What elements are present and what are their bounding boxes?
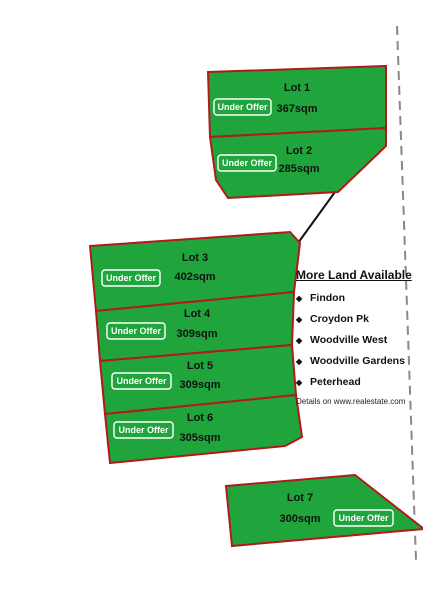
lot-6-status-badge: Under Offer [113,421,174,439]
suburb-item-croydon-pk: ◆Croydon Pk [296,309,418,330]
suburb-item-woodville-west: ◆Woodville West [296,330,418,351]
suburb-list: ◆Findon ◆Croydon Pk ◆Woodville West ◆Woo… [296,288,418,393]
lot-1-status-badge: Under Offer [213,98,272,116]
suburb-item-peterhead: ◆Peterhead [296,372,418,393]
lot-3-name: Lot 3 [182,252,208,264]
lot-7-status-badge: Under Offer [333,509,394,527]
lot-1[interactable]: Lot 1 367sqm Under Offer [206,64,387,139]
lot-4-name: Lot 4 [184,308,211,320]
more-land-panel: More Land Available ◆Findon ◆Croydon Pk … [296,268,418,406]
lot-4-status-badge: Under Offer [106,322,166,340]
details-note: Details on www.realestate.com [296,397,406,406]
lot-2[interactable]: Lot 2 285sqm Under Offer [208,126,387,200]
lot-7-area: 300sqm [280,513,321,525]
lot-1-name: Lot 1 [284,82,310,94]
lot-3[interactable]: Lot 3 402sqm Under Offer [88,230,302,313]
lot-7-name: Lot 7 [287,492,313,504]
lot-5-area: 309sqm [180,379,221,391]
lot-6[interactable]: Lot 6 305sqm Under Offer [103,393,304,465]
lot-1-area: 367sqm [277,103,318,115]
lot-5-status-badge: Under Offer [111,372,172,390]
diamond-bullet-icon: ◆ [296,378,303,387]
lot-7[interactable]: Lot 7 300sqm Under Offer [224,473,423,548]
lot-2-status-badge: Under Offer [217,154,277,172]
lot-6-name: Lot 6 [187,412,213,424]
svg-text:Under Offer: Under Offer [338,513,389,523]
diamond-bullet-icon: ◆ [296,357,303,366]
suburb-item-findon: ◆Findon [296,288,418,309]
svg-text:Under Offer: Under Offer [222,158,273,168]
diamond-bullet-icon: ◆ [296,336,303,345]
lot-4-area: 309sqm [177,328,218,340]
diamond-bullet-icon: ◆ [296,294,303,303]
svg-text:Under Offer: Under Offer [217,102,268,112]
svg-text:Under Offer: Under Offer [116,376,167,386]
lot-2-area: 285sqm [279,163,320,175]
lot-2-name: Lot 2 [286,145,312,157]
lot-3-area: 402sqm [175,271,216,283]
svg-text:Under Offer: Under Offer [118,425,169,435]
lot-6-area: 305sqm [180,432,221,444]
more-land-title: More Land Available [296,268,412,282]
suburb-item-woodville-gardens: ◆Woodville Gardens [296,351,418,372]
lot-5[interactable]: Lot 5 309sqm Under Offer [98,343,298,416]
lot-5-name: Lot 5 [187,360,213,372]
svg-text:Under Offer: Under Offer [111,326,162,336]
lot-3-status-badge: Under Offer [101,269,161,287]
diamond-bullet-icon: ◆ [296,315,303,324]
svg-text:Under Offer: Under Offer [106,273,157,283]
